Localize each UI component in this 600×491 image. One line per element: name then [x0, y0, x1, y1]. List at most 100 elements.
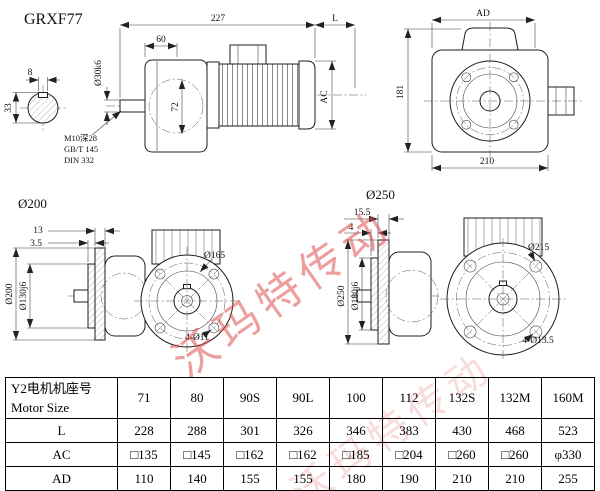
col-header: 112 — [382, 377, 436, 419]
table-cell: 210 — [488, 466, 542, 491]
dim-L: L — [332, 14, 338, 24]
flange200-label: Ø200 — [18, 196, 47, 211]
dim-3-5: 3.5 — [30, 239, 42, 249]
gear-circle — [148, 78, 204, 134]
flange200-housing — [104, 255, 146, 337]
flange250-front-view: Ø215 4-Ø13.5 — [440, 217, 566, 360]
table-row-L: L 228 288 301 326 346 383 430 468 523 — [5, 418, 595, 443]
dim-flange250-holes: 4-Ø13.5 — [522, 336, 554, 346]
dim-13: 13 — [33, 226, 43, 236]
dim-flange200-od: Ø200 — [5, 283, 15, 304]
flange200-shaft — [73, 289, 89, 303]
dim-key-width: 8 — [28, 68, 33, 78]
flange200-front-view: Ø165 4-Ø11 — [134, 229, 240, 355]
note-gbt: GB/T 145 — [64, 144, 98, 154]
dim-flange200-bc: Ø165 — [204, 251, 225, 261]
table-cell: □145 — [170, 442, 224, 467]
drawing-canvas: GRXF77 8 33 — [4, 9, 582, 360]
table-cell: 140 — [170, 466, 224, 491]
table-row-AC: AC □135 □145 □162 □162 □185 □204 □260 □2… — [5, 442, 595, 467]
table-cell: 523 — [541, 418, 595, 443]
dim-210: 210 — [480, 157, 495, 167]
dim-flange250-od: Ø250 — [337, 285, 347, 306]
table-cell: 255 — [541, 466, 595, 491]
row-label-AD: AD — [5, 466, 118, 491]
output-shaft — [119, 99, 146, 113]
flange250-label: Ø250 — [366, 187, 395, 202]
fan-cover — [298, 60, 316, 130]
table-cell: 155 — [223, 466, 277, 491]
table-cell: 383 — [382, 418, 436, 443]
table-cell: 346 — [329, 418, 383, 443]
dim-flange200-pilot: Ø130j6 — [19, 282, 29, 311]
shaft-section-view: 8 33 — [4, 68, 66, 131]
note-din: DIN 332 — [64, 155, 94, 165]
keyway-slot — [38, 92, 48, 98]
table-cell: 468 — [488, 418, 542, 443]
dim-227: 227 — [211, 14, 226, 24]
flange250-plate — [377, 239, 390, 345]
table-cell: 301 — [223, 418, 277, 443]
flange200-side-view: Ø200 13 3.5 Ø200 — [5, 196, 152, 341]
col-header: 100 — [329, 377, 383, 419]
dim-72: 72 — [171, 102, 181, 112]
table-cell: 180 — [329, 466, 383, 491]
flange200-plate — [94, 247, 106, 341]
table-cell: □185 — [329, 442, 383, 467]
flange250-housing — [388, 251, 432, 337]
table-cell: 430 — [435, 418, 489, 443]
motor-body — [218, 63, 300, 127]
table-row-AD: AD 110 140 155 155 180 190 210 210 255 — [5, 466, 595, 491]
col-header: 90S — [223, 377, 277, 419]
col-header: 160M — [541, 377, 595, 419]
dim-AC: AC — [320, 90, 330, 103]
table-header-row: Y2电机机座号 Motor Size 71 80 90S 90L 100 112… — [5, 377, 595, 419]
table-cell: φ330 — [541, 442, 595, 467]
input-shaft-circle — [479, 90, 501, 112]
drawing-title: GRXF77 — [24, 11, 83, 28]
dim-flange200-holes: 4-Ø11 — [185, 333, 209, 343]
motor-size-header-cell: Y2电机机座号 Motor Size — [5, 377, 118, 419]
table-cell: 210 — [435, 466, 489, 491]
dim-AD: AD — [476, 9, 490, 19]
dim-15-5: 15.5 — [354, 208, 371, 218]
table-cell: 288 — [170, 418, 224, 443]
dim-flange250-pilot: Ø180j6 — [351, 282, 361, 311]
terminal-box — [229, 44, 267, 65]
dimension-table: Y2电机机座号 Motor Size 71 80 90S 90L 100 112… — [5, 377, 595, 491]
table-cell: □260 — [488, 442, 542, 467]
flange-boss-circle — [449, 60, 531, 142]
table-cell: □162 — [223, 442, 277, 467]
row-label-AC: AC — [5, 442, 118, 467]
table-cell: □135 — [117, 442, 171, 467]
note-tap: M10深28 — [64, 133, 97, 143]
row-label-L: L — [5, 418, 118, 443]
dim-key-height: 33 — [4, 103, 14, 113]
table-cell: 326 — [276, 418, 330, 443]
flange250-pilot — [370, 257, 379, 331]
dim-4: 4 — [349, 223, 354, 233]
col-header: 90L — [276, 377, 330, 419]
table-cell: 228 — [117, 418, 171, 443]
motor-flange — [206, 61, 220, 129]
gearmotor-side-view: 227 L 60 Ø30k6 72 AC M10深28 GB/T 145 — [64, 14, 366, 165]
motor-size-header-en: Motor Size — [11, 400, 70, 415]
table-cell: □260 — [435, 442, 489, 467]
dim-60: 60 — [156, 35, 166, 45]
col-header: 132M — [488, 377, 542, 419]
dim-shaft-diameter: Ø30k6 — [94, 60, 104, 86]
table-cell: □162 — [276, 442, 330, 467]
table-cell: 155 — [276, 466, 330, 491]
flange250-side-view: Ø250 15.5 4 Ø250 — [337, 187, 440, 345]
table-cell: 190 — [382, 466, 436, 491]
dim-flange250-bc: Ø215 — [528, 243, 549, 253]
table-cell: □204 — [382, 442, 436, 467]
gearmotor-front-view: AD 181 210 — [396, 9, 582, 172]
dim-181: 181 — [396, 85, 406, 100]
table-cell: 110 — [117, 466, 171, 491]
col-header: 80 — [170, 377, 224, 419]
col-header: 71 — [117, 377, 171, 419]
col-header: 132S — [435, 377, 489, 419]
flange200-pilot — [87, 263, 96, 329]
